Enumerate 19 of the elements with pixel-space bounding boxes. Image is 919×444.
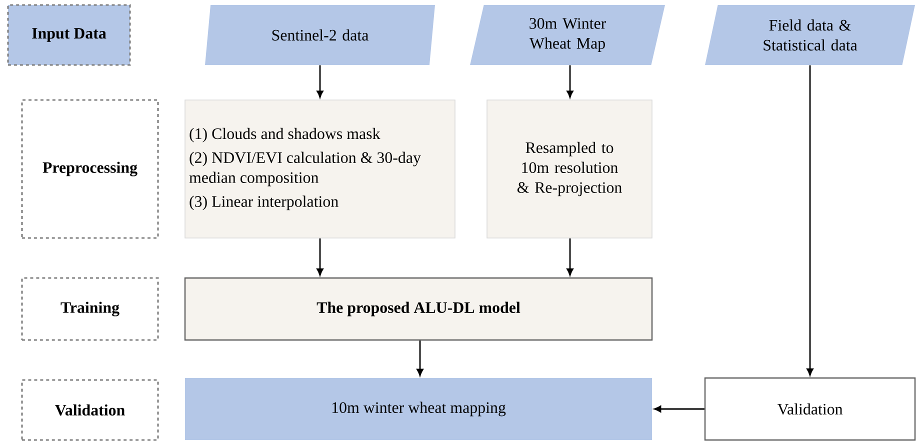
data-parallelogram: Sentinel-2 data <box>205 5 435 65</box>
model-box: The proposed ALU-DL model <box>184 277 653 341</box>
arrow <box>416 340 424 376</box>
stage-label-box: Validation <box>21 379 159 441</box>
data-parallelogram: 30m Winter Wheat Map <box>470 5 665 65</box>
stage-label-box: Training <box>21 277 159 341</box>
process-box: Resampled to 10m resolution & Re-projection <box>486 100 652 238</box>
arrow <box>316 65 324 98</box>
arrow <box>566 65 574 98</box>
validation-box: Validation <box>704 377 916 441</box>
data-parallelogram: Field data & Statistical data <box>705 5 915 65</box>
arrow <box>806 65 814 376</box>
stage-label-box: Preprocessing <box>21 99 159 239</box>
arrow <box>316 238 324 276</box>
stage-label-box: Input Data <box>7 4 131 66</box>
result-box: 10m winter wheat mapping <box>185 378 652 440</box>
process-box: (1) Clouds and shadows mask (2) NDVI/EVI calculation & 30-day median composition (3) Linear interpolation <box>184 100 456 238</box>
arrow <box>654 406 704 412</box>
arrow <box>566 238 574 276</box>
